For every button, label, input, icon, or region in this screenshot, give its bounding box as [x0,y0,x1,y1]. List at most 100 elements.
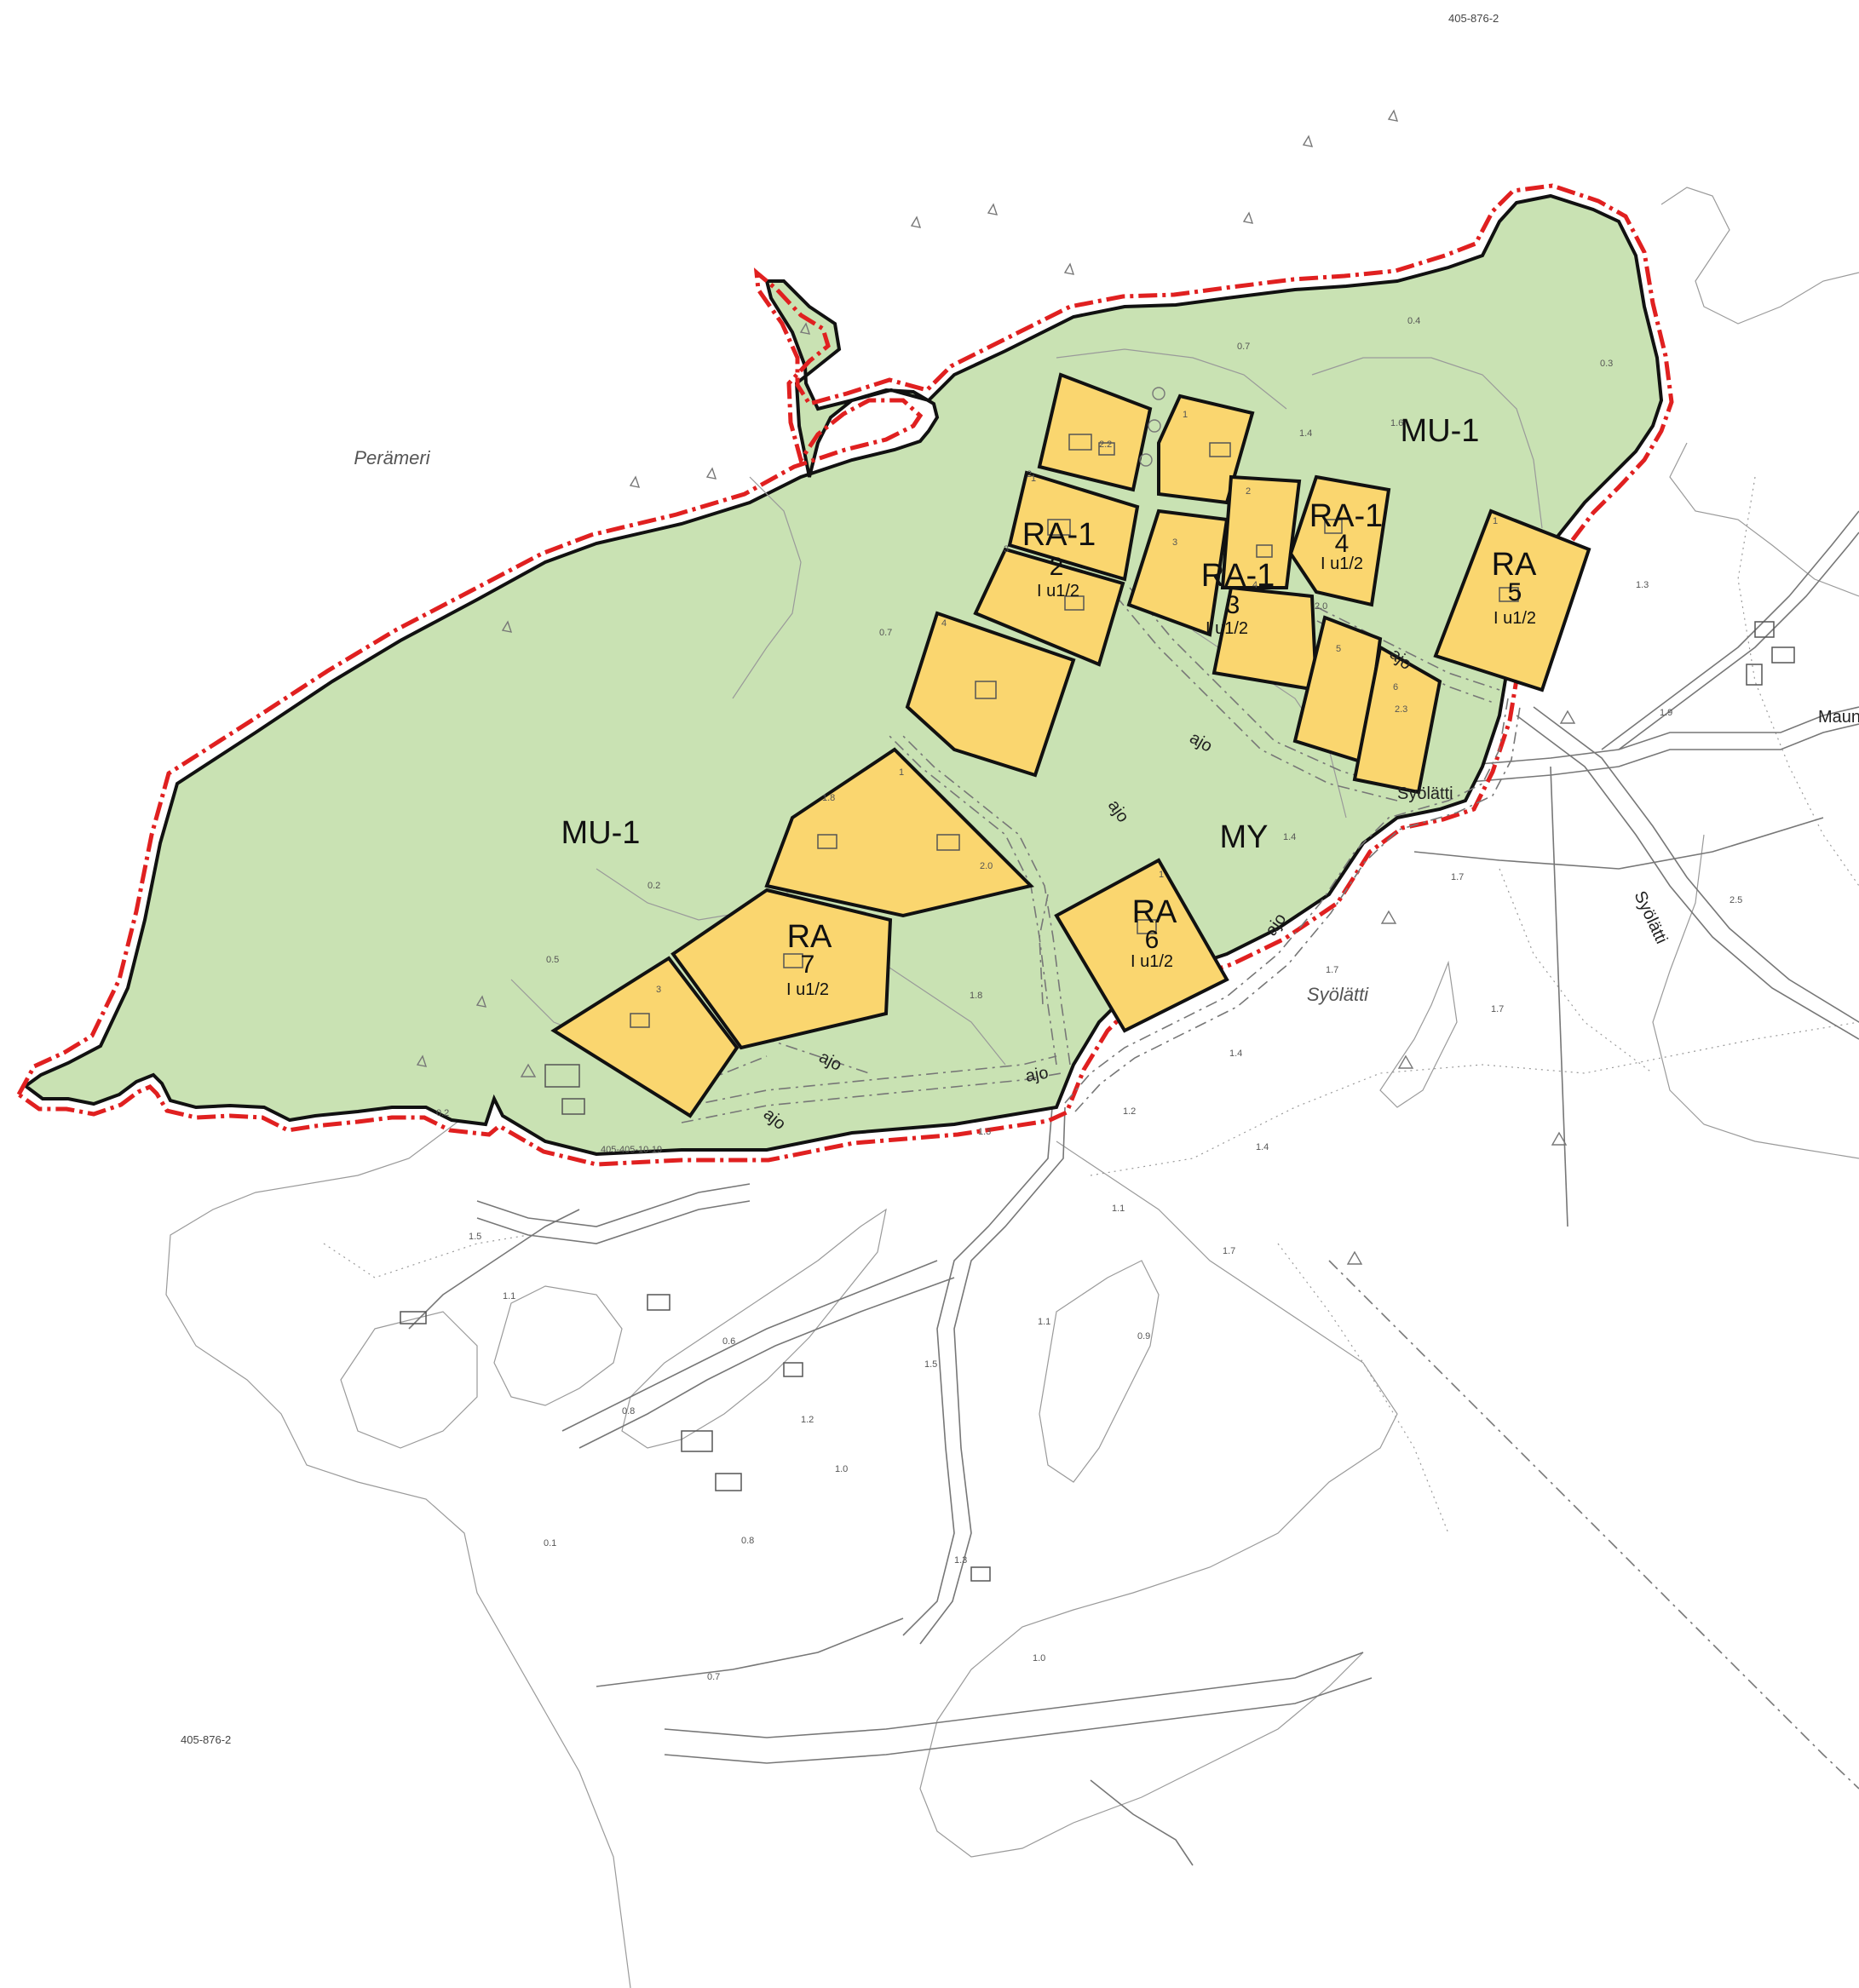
internal-roads [681,587,1521,1123]
plan-boundary-red [15,183,1674,1167]
sheet-label-top-right: 405-876-2 [1448,12,1499,25]
interior-contour-6 [868,953,1006,1066]
spot-height: 1.8 [970,991,982,1001]
tree-icon [1380,910,1397,924]
marker-circle-icon [1139,453,1153,467]
contour-3 [323,1234,529,1278]
building-icon [783,1362,803,1377]
spot-height: 1.1 [503,1291,515,1301]
ajo-road-main-2 [1074,706,1521,1112]
terrain-marks [416,109,1576,1265]
rock-icon [987,203,999,215]
plot-ra1-3-east [1220,474,1302,589]
rock-icon [501,620,513,633]
subplot-number: 6 [1393,682,1398,692]
plot-ra1-2-north [1037,372,1153,492]
plot-label-code: RA [1492,547,1537,583]
rock-icon [475,995,487,1008]
plot-label-code: RA-1 [1201,558,1275,594]
rock-icon [629,475,641,488]
tree-icon [1397,1054,1414,1069]
tree-icon [1346,1250,1363,1265]
east-coast-4 [1652,834,1859,1159]
spot-height: 2.5 [1730,895,1742,905]
east-coast-1 [1660,187,1859,325]
building-icon [1068,434,1092,451]
power-line-pylons [1550,766,1568,1227]
east-island [1039,1260,1160,1483]
ajo-road-northeast-2 [1129,587,1407,790]
rock-icon [1387,109,1399,122]
building-icon [975,681,997,699]
subplot-number: 2 [1246,486,1251,497]
plot-label-code: RA [1132,894,1177,930]
building-icon [817,834,837,849]
rock-icon [1302,135,1314,147]
ajo-road-south-1 [681,1055,1057,1108]
interior-contour-3 [732,476,802,699]
spot-height: 0.5 [546,955,559,965]
building-icon [1324,519,1343,534]
rock-icon [1242,211,1254,224]
northwest-road-lower [476,1183,751,1227]
building-plots [550,372,1591,1118]
spot-height: 2.3 [1395,704,1407,715]
syolatti-road-east-1 [1516,715,1859,1040]
village-name-label: Syölätti [1307,984,1369,1005]
south-shoreline [165,1106,631,1988]
subplot-number: 5 [1336,644,1341,654]
subplot-number: 1 [1031,474,1036,484]
plot-ra-7-main [671,888,893,1050]
spot-height: 0.7 [1237,342,1250,352]
subplot-number: 3 [1172,537,1177,548]
tree-icon [1551,1131,1568,1146]
southwest-track [596,1617,904,1687]
subplot-number: 1 [1493,516,1498,526]
subplot-number: 4 [941,618,947,629]
zone-label-my: MY [1220,819,1269,855]
plot-label-rule: I u1/2 [1494,609,1536,628]
rock-icon [799,322,811,335]
building-icon [970,1566,991,1582]
spot-height: 0.1 [544,1538,556,1548]
spot-height: 0.2 [647,881,660,891]
plot-ra1-4 [1288,474,1391,607]
zone-label-mu1-northeast: MU-1 [1401,413,1480,449]
plot-ra-5 [1433,508,1591,692]
spot-height: 0.9 [1137,1331,1150,1342]
south-shoreline-east [919,1141,1398,1858]
spot-height: 0.7 [879,628,892,638]
plot-ra1-west [905,611,1076,778]
interior-contour-1 [1311,357,1543,529]
spot-height: 1.4 [1229,1049,1242,1059]
spot-height: 1.5 [924,1359,937,1370]
south-causeway-3 [1090,1779,1194,1866]
spot-height: 2.0 [1315,601,1327,612]
ajo-road-main-1 [1064,698,1509,1104]
subplot-number: 1 [899,767,904,778]
south-road-west-edge [902,1106,1053,1636]
plot-label-number: 7 [801,951,815,979]
plot-label-rule: I u1/2 [1321,554,1363,573]
base-topography [165,187,1859,1988]
inner-lagoon-2 [621,1208,887,1449]
northwest-road-lower-2 [476,1200,751,1244]
building-icon [630,1013,650,1028]
plot-label-code: RA-1 [1022,517,1096,553]
southwest-inlet [340,1311,478,1449]
spot-height: 1.2 [801,1415,814,1425]
spot-height: 0.8 [741,1536,754,1546]
road-name-syolatti-east: Syölätti [1630,888,1671,947]
building-icon [681,1430,713,1452]
spot-height: 1.4 [1299,428,1312,439]
plot-ra-7-west [550,956,740,1118]
ajo-road-central-2 [899,732,1071,1066]
plot-label-rule: I u1/2 [1037,582,1079,600]
building-icon [1064,595,1085,611]
spot-height: 1.9 [1660,708,1672,718]
plan-area-green [22,193,1664,1157]
rock-icon [416,1054,428,1067]
transmission-spur [1413,817,1824,870]
spot-height: 1.8 [822,793,835,803]
